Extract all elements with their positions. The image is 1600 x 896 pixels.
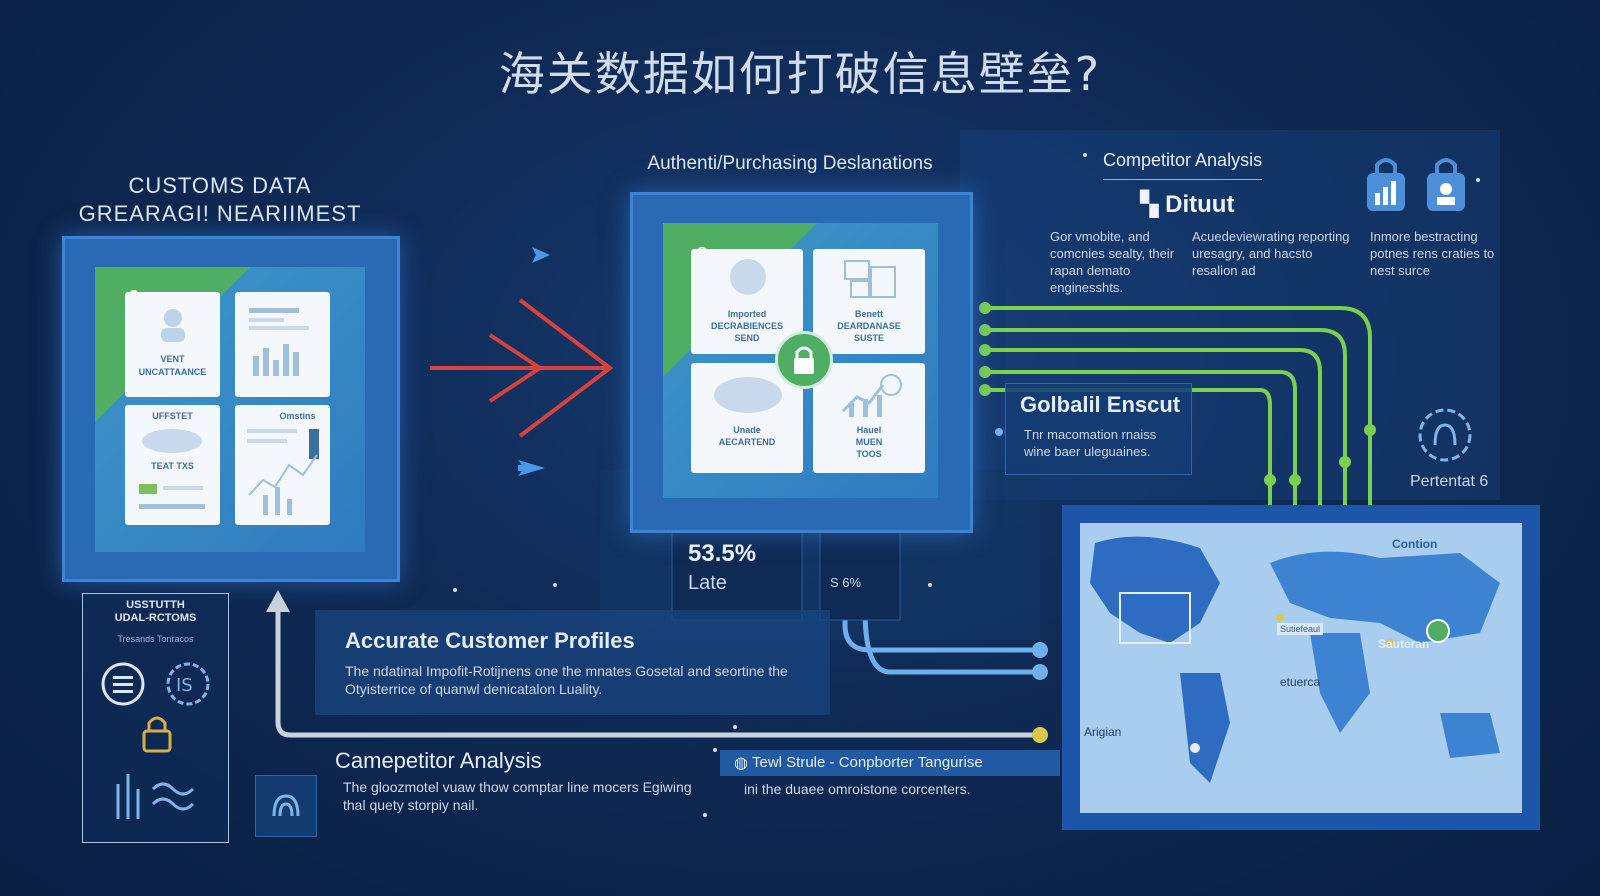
map-icon [142, 429, 202, 453]
gauge-icon: IS [166, 662, 210, 706]
stat-value: 53.5% [688, 540, 757, 567]
map-label-etuerca: etuerca [1280, 675, 1321, 689]
globe-icon [730, 259, 766, 295]
purchasing-panel: ⚲ Imported DECRABIENCES SEND Benett DEAR… [630, 192, 973, 533]
green-connector-lines [985, 306, 1372, 505]
tool-icon: ◍ [734, 755, 748, 772]
stat-backdrop [671, 529, 803, 621]
return-path-line [275, 605, 1040, 738]
brand-logo-icon: ▚ [1140, 191, 1166, 218]
connector-dots [979, 302, 1376, 486]
fingerprint-icon [1418, 408, 1472, 462]
chart-lock-icons [1367, 158, 1465, 211]
center-panel-header: Authenti/Purchasing Deslanations [647, 153, 933, 174]
list-lines-icon [139, 484, 205, 509]
map-label-sauteran: Sauteran [1378, 637, 1430, 651]
center-card-2-line2: DEARDANASE [837, 321, 901, 331]
center-card-3-line2: AECARTEND [718, 437, 776, 447]
purchasing-panel-inner: ⚲ Imported DECRABIENCES SEND Benett DEAR… [663, 223, 938, 498]
left-small-title2: UDAL-RCTOMS [114, 612, 197, 624]
growth-chart-icon [841, 374, 902, 417]
left-card-1-line1: VENT [160, 354, 185, 364]
page-title: 海关数据如何打破信息壁垒? [498, 47, 1102, 101]
profiles-box: Accurate Customer Profiles The ndatinal … [315, 610, 830, 715]
competitor-top-col1: Gor vmobite, and comcnies sealty, their … [1050, 229, 1175, 295]
left-card-1: VENT UNCATTAANCE [125, 292, 220, 397]
center-card-2-line1: Benett [854, 309, 883, 319]
left-card-3-line1: UFFSTET [152, 411, 193, 421]
center-card-1-line1: Imported [727, 309, 767, 319]
left-card-3: UFFSTET TEAT TXS [125, 405, 220, 525]
left-small-subtitle: Tresands Tonracos [117, 634, 194, 644]
left-card-1-line2: UNCATTAANCE [138, 367, 207, 377]
left-small-title1: USSTUTTH [126, 599, 185, 611]
world-map-frame: Contion etuerca Arigian Sauteran Sutiefe… [1062, 505, 1540, 830]
stat-tag: S 6% [830, 575, 862, 590]
left-card-4-label: Omstins [279, 411, 316, 421]
center-card-4-line2: MUEN [855, 437, 883, 447]
profiles-title: Accurate Customer Profiles [345, 628, 635, 653]
path-end-dot [1032, 727, 1048, 743]
center-card-1-line3: SEND [734, 333, 760, 343]
profiles-text: The ndatinal Impofit-Rotijnens one the m… [345, 663, 788, 697]
global-text: Tnr macomation rnaiss wine baer uleguain… [1024, 427, 1157, 459]
map-label-tag: Sutiefeaul [1277, 623, 1324, 635]
center-card-2-line3: SUSTE [853, 333, 884, 343]
global-title: Golbalil Enscut [1020, 392, 1181, 417]
arrow-right-icon [518, 247, 550, 476]
red-arrow-icon [430, 298, 614, 438]
fingerprint-tile [255, 775, 317, 837]
center-card-4-line3: TOOS [856, 449, 882, 459]
competitor-top-col3: Inmore bestracting potnes rens craties t… [1370, 229, 1495, 278]
center-card-1-line2: DECRABIENCES [710, 321, 783, 331]
global-bullet [995, 428, 1003, 436]
up-arrow-icon [266, 590, 290, 612]
center-card-3-line1: Unade [733, 425, 761, 435]
stat-tag-backdrop [819, 529, 901, 621]
left-panel-header: CUSTOMS DATA GREARAGI! NEARIIMEST [60, 172, 380, 228]
svg-text:IS: IS [176, 675, 193, 696]
left-card-3-line2: TEAT TXS [151, 461, 194, 471]
competitor-top-title: Competitor Analysis [1103, 150, 1263, 180]
center-card-4: Hauel MUEN TOOS [813, 363, 925, 473]
competitor-bottom-text: The gloozmotel vuaw thow comptar line mo… [343, 779, 692, 813]
map-label-arigian: Arigian [1084, 725, 1122, 739]
people-icon [161, 309, 185, 342]
sparkle-icons [453, 153, 1480, 817]
potential-label: Pertentat 6 [1410, 473, 1489, 490]
center-card-1: Imported DECRABIENCES SEND [691, 249, 803, 354]
map-label-contion: Contion [1392, 537, 1438, 551]
tool-text: ini the duaee omroistone corcenters. [744, 781, 971, 797]
menu-lines-icon [101, 662, 145, 706]
customs-data-panel: & VENT UNCATTAANCE UFFSTET TEAT TXS Omst… [62, 236, 400, 582]
left-header-line2: GREARAGI! NEARIIMEST [78, 201, 362, 226]
competitor-top-col2: Acuedeviewrating reporting uresagry, and… [1192, 229, 1350, 278]
chart-bar-icon [249, 308, 309, 376]
left-card-4: Omstins [235, 405, 330, 525]
stat-label: Late [688, 572, 727, 594]
left-small-icons: IS [101, 662, 210, 819]
global-box: Golbalil Enscut Tnr macomation rnaiss wi… [1005, 383, 1192, 475]
customs-data-panel-inner: & VENT UNCATTAANCE UFFSTET TEAT TXS Omst… [95, 267, 365, 552]
left-small-panel: USSTUTTH UDAL-RCTOMS Tresands Tonracos I… [82, 593, 229, 843]
world-map-icon [714, 377, 782, 413]
tool-bar: ◍ Tewl Strule - Conpborter Tangurise [720, 750, 1060, 776]
globe-map-icon [1080, 523, 1522, 813]
center-card-2: Benett DEARDANASE SUSTE [813, 249, 925, 354]
center-card-4-line1: Hauel [856, 425, 882, 435]
fingerprint-icon [272, 794, 300, 817]
left-card-2 [235, 292, 330, 397]
left-header-line1: CUSTOMS DATA [128, 173, 312, 198]
competitor-top-brand: ▚ Dituut [1140, 190, 1234, 219]
documents-icon [844, 260, 896, 298]
lock-icon [775, 331, 833, 389]
tool-title: Tewl Strule - Conpborter Tangurise [752, 754, 983, 771]
line-chart-icon [247, 429, 319, 515]
competitor-bottom-title: Camepetitor Analysis [335, 748, 542, 773]
brand-name: Dituut [1165, 191, 1235, 218]
padlock-icon [142, 716, 172, 753]
waveform-icon [116, 774, 195, 819]
